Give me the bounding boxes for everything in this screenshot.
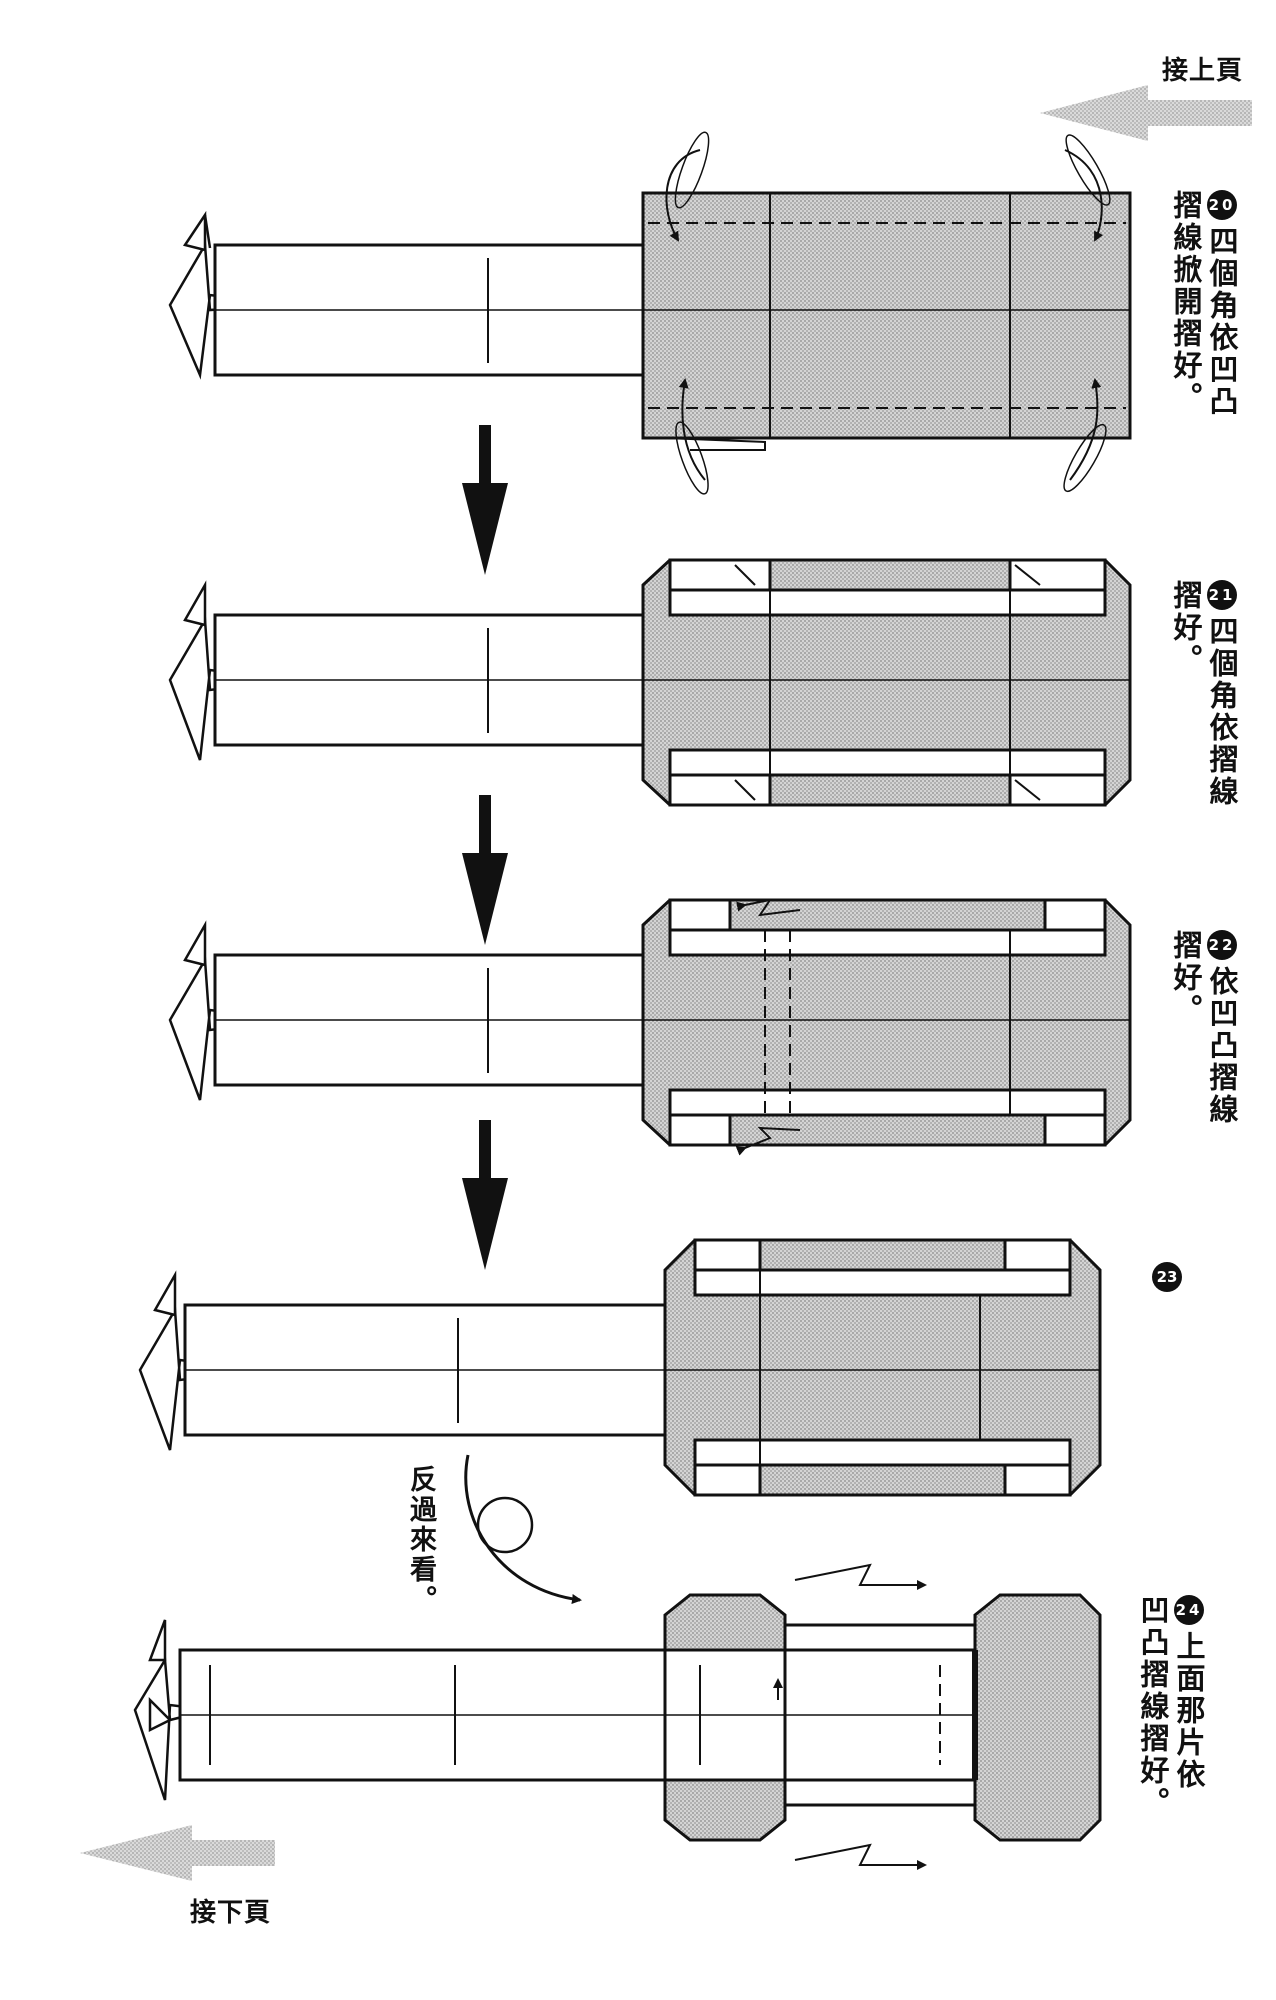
step-arrow-down-icon (462, 1120, 508, 1270)
next-page-arrow-icon (80, 1825, 275, 1881)
step-20-text: 20 四個角依凹凸摺線掀開摺好。 (1168, 190, 1240, 480)
prev-page-label: 接上頁 (1162, 56, 1244, 86)
step-24-number: 24 (1174, 1595, 1204, 1625)
step-arrow-down-icon (462, 425, 508, 575)
step-20-figure (168, 131, 1132, 495)
step-21-line-2: 摺好。 (1169, 580, 1203, 676)
step-21-figure (168, 558, 1132, 807)
flip-over-arrow-icon (464, 1454, 582, 1604)
crane-head (133, 1619, 211, 1801)
step-20-line-2: 摺線掀開摺好。 (1169, 190, 1203, 414)
flip-note: 反過來看。 (405, 1465, 436, 1615)
next-page-label: 接下頁 (190, 1898, 272, 1928)
step-arrow-down-icon (462, 795, 508, 945)
step-20-number: 20 (1207, 190, 1237, 220)
prev-page-arrow-icon (1040, 85, 1252, 141)
step-22-figure (168, 898, 1132, 1156)
step-22-number: 22 (1207, 930, 1237, 960)
step-24-figure (133, 1563, 1102, 1870)
step-21-line-1: 四個角依摺線 (1205, 616, 1239, 808)
step-24-line-2: 凹凸摺線摺好。 (1136, 1595, 1170, 1819)
step-21-text: 21 四個角依摺線摺好。 (1168, 580, 1240, 840)
step-24-text: 24 上面那片依凹凸摺線摺好。 (1135, 1595, 1207, 1895)
step-21-number: 21 (1207, 580, 1237, 610)
step-22-text: 22 依凹凸摺線摺好。 (1168, 930, 1240, 1160)
step-24-line-1: 上面那片依 (1172, 1631, 1206, 1791)
step-20-line-1: 四個角依凹凸 (1205, 226, 1239, 418)
step-22-line-2: 摺好。 (1169, 930, 1203, 1026)
step-23-number: 23 (1152, 1262, 1182, 1292)
step-23-figure (138, 1238, 1102, 1497)
step-22-line-1: 依凹凸摺線 (1205, 966, 1239, 1126)
